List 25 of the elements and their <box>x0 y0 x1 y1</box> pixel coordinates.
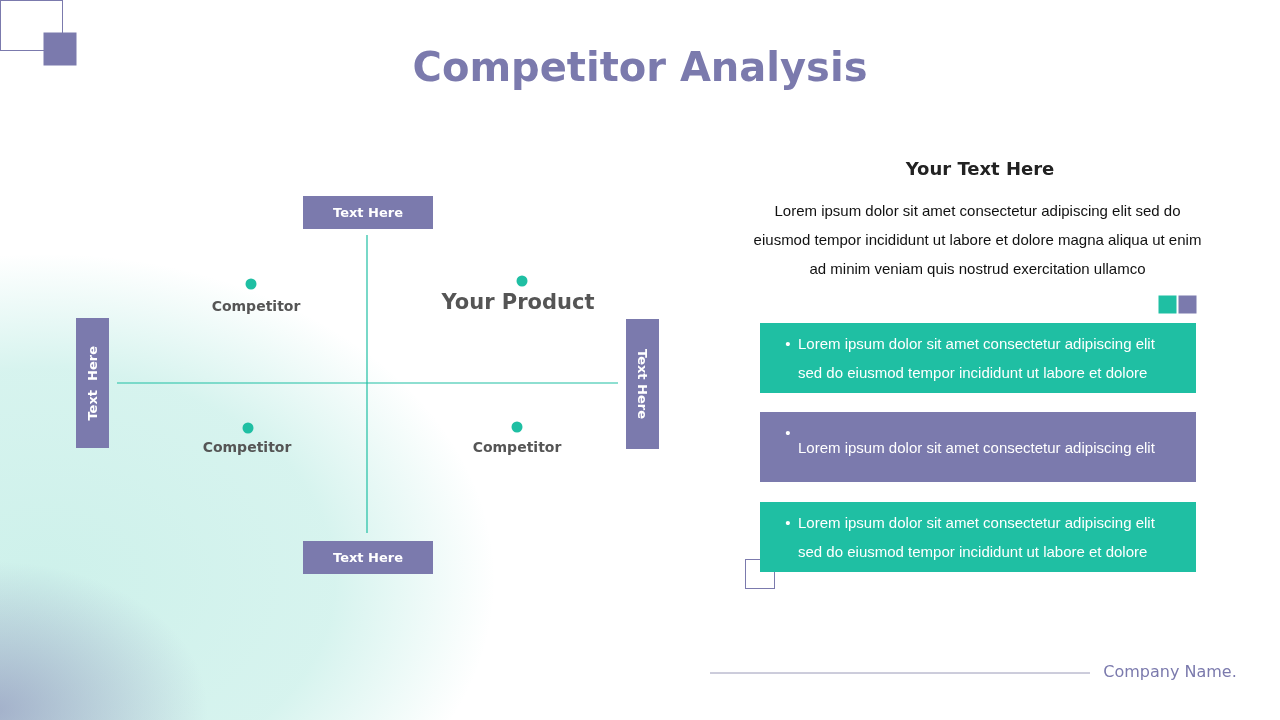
footer-text: Company Name. <box>1102 662 1238 681</box>
axis-label: Text Here <box>333 205 403 220</box>
bullet-text: Lorem ipsum dolor sit amet consectetur adipiscing elit sed do eiusmod tempor incididunt ut labore et dolore <box>798 513 1156 562</box>
bullet-marker: • <box>784 513 792 533</box>
text-panel <box>760 502 1196 572</box>
bullet-marker: • <box>784 334 792 354</box>
paragraph: Lorem ipsum dolor sit amet consectetur adipiscing elit sed do eiusmod tempor incididunt ut labore et dolore magna aliqua ut enim ad minim veniam quis nostrud exercitation ullamco <box>752 201 1203 279</box>
bullet-text: Lorem ipsum dolor sit amet consectetur adipiscing elit sed do eiusmod tempor incididunt ut labore et dolore <box>798 334 1156 383</box>
quadrant-label: Competitor <box>471 439 563 455</box>
axis-label: Text Here <box>635 349 650 419</box>
quadrant-label: Competitor <box>201 439 293 455</box>
axis-label: Text Here <box>85 345 100 421</box>
bullet-text: Lorem ipsum dolor sit amet consectetur adipiscing elit <box>798 437 1155 458</box>
quadrant-label: Your Product <box>440 290 596 314</box>
title: Competitor Analysis <box>411 44 869 90</box>
text-panel <box>760 412 1196 482</box>
text-panel <box>760 323 1196 393</box>
quadrant-label: Competitor <box>210 298 302 314</box>
axis-label-box <box>626 319 659 449</box>
heading: Your Text Here <box>904 158 1056 179</box>
axis-label-box <box>303 541 433 574</box>
axis-label-box <box>303 196 433 229</box>
axis-label-box <box>76 318 109 448</box>
axis-label: Text Here <box>333 550 403 565</box>
bullet-marker: • <box>784 423 792 443</box>
